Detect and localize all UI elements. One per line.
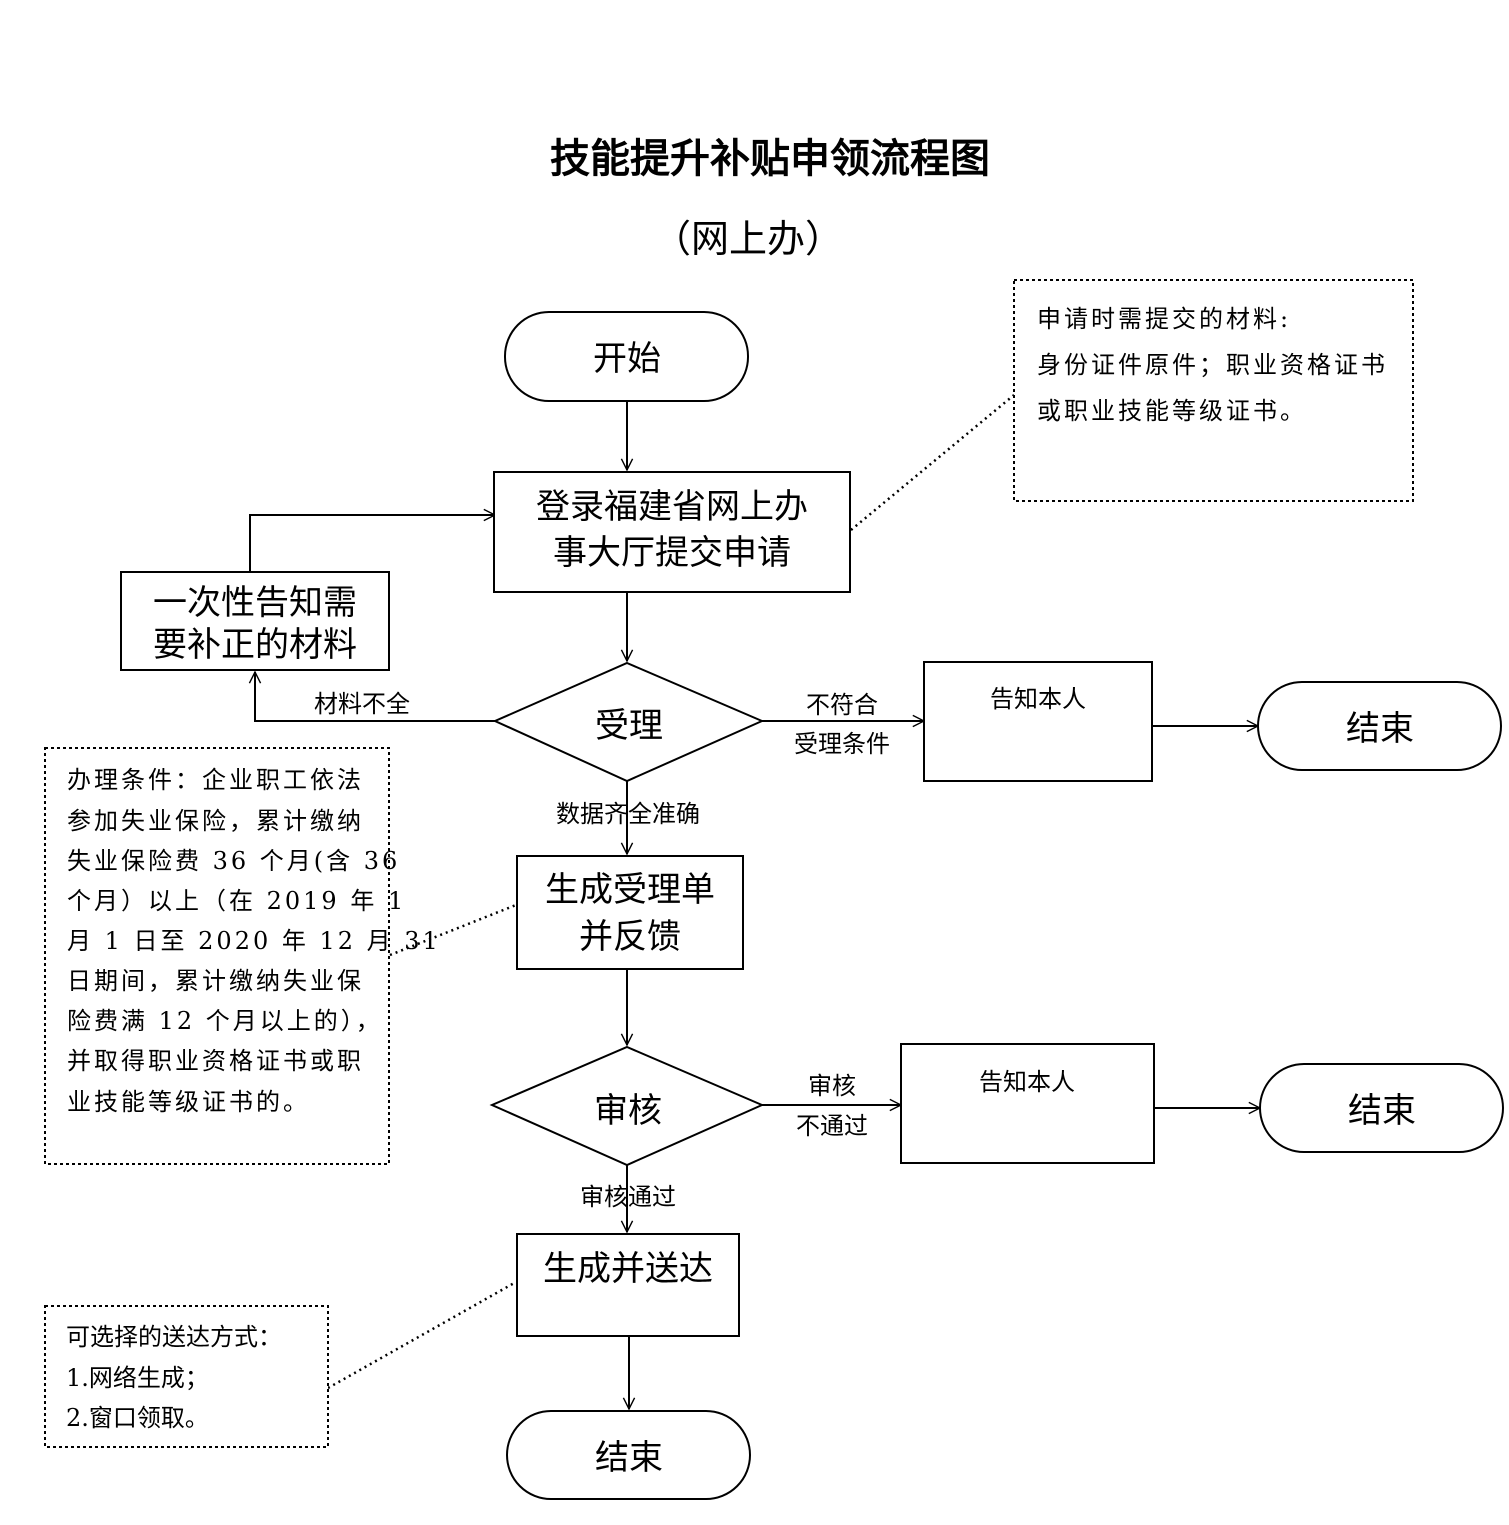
note-conditions-line-2: 参加失业保险，累计缴纳 [67,807,364,835]
submit-application-box [493,471,851,593]
note-conditions-line-9: 业技能等级证书的。 [67,1088,310,1116]
start-label: 开始 [593,339,661,379]
end-node-2 [1259,1063,1504,1153]
generate-deliver-box [516,1233,740,1337]
review-label: 审核 [594,1091,662,1131]
submit-application-line-2: 事大厅提交申请 [553,533,791,573]
note-conditions [44,747,390,1165]
page-subtitle: （网上办） [653,217,843,261]
edge-accept-correction [255,672,495,722]
generate-deliver-label: 生成并送达 [543,1249,713,1289]
note-conditions-line-7: 险费满 12 个月以上的）， [67,1007,383,1035]
end-node-3 [506,1410,751,1500]
note-delivery-line-3: 2.窗口领取。 [66,1404,209,1432]
note-conditions-line-6: 日期间，累计缴纳失业保 [67,967,364,995]
end-label-2: 结束 [1348,1091,1416,1131]
edge-label-review-fail-1: 审核 [808,1072,856,1100]
note-connector-conditions [389,903,517,957]
edge-label-complete: 数据齐全准确 [556,800,700,828]
correction-box [120,571,390,671]
accept-decision [492,661,765,783]
end-label-3: 结束 [595,1438,663,1478]
correction-line-2: 要补正的材料 [153,625,357,665]
end-label-1: 结束 [1346,709,1414,749]
review-decision [489,1045,765,1167]
note-conditions-line-1: 办理条件：企业职工依法 [67,766,364,794]
notify-box-1 [923,661,1153,782]
edge-label-review-pass: 审核通过 [580,1183,676,1211]
note-conditions-line-8: 并取得职业资格证书或职 [67,1047,364,1075]
note-connector-materials [850,394,1015,531]
page-title: 技能提升补贴申领流程图 [550,135,990,182]
note-delivery-line-1: 可选择的送达方式： [66,1323,282,1351]
submit-application-line-1: 登录福建省网上办 [536,487,808,527]
notify-box-2 [900,1043,1155,1164]
notify-label-1: 告知本人 [990,685,1086,713]
note-delivery [44,1305,329,1448]
accept-label: 受理 [595,706,663,746]
generate-receipt-box [516,855,744,970]
notify-label-2: 告知本人 [979,1068,1075,1096]
start-node [504,311,749,402]
note-delivery-line-2: 1.网络生成； [66,1364,209,1392]
note-materials-line-2: 身份证件原件；职业资格证书 [1037,351,1388,379]
edge-label-not-meet-2: 受理条件 [794,730,890,758]
note-conditions-line-3: 失业保险费 36 个月(含 36 [67,847,400,875]
edge-label-not-meet-1: 不符合 [806,691,878,719]
note-conditions-line-4: 个月）以上（在 2019 年 1 [67,887,406,915]
generate-receipt-line-2: 并反馈 [579,917,681,957]
edge-label-review-fail-2: 不通过 [796,1112,868,1140]
correction-line-1: 一次性告知需 [153,583,357,623]
note-materials [1013,279,1414,502]
edge-label-incomplete: 材料不全 [314,690,410,718]
note-materials-line-3: 或职业技能等级证书。 [1037,397,1307,425]
note-materials-line-1: 申请时需提交的材料: [1037,305,1291,333]
generate-receipt-line-1: 生成受理单 [545,870,715,910]
edge-correction-submit [249,515,495,571]
note-conditions-line-5: 月 1 日至 2020 年 12 月 31 [67,927,441,955]
end-node-1 [1257,681,1502,771]
note-connector-delivery [327,1280,517,1390]
